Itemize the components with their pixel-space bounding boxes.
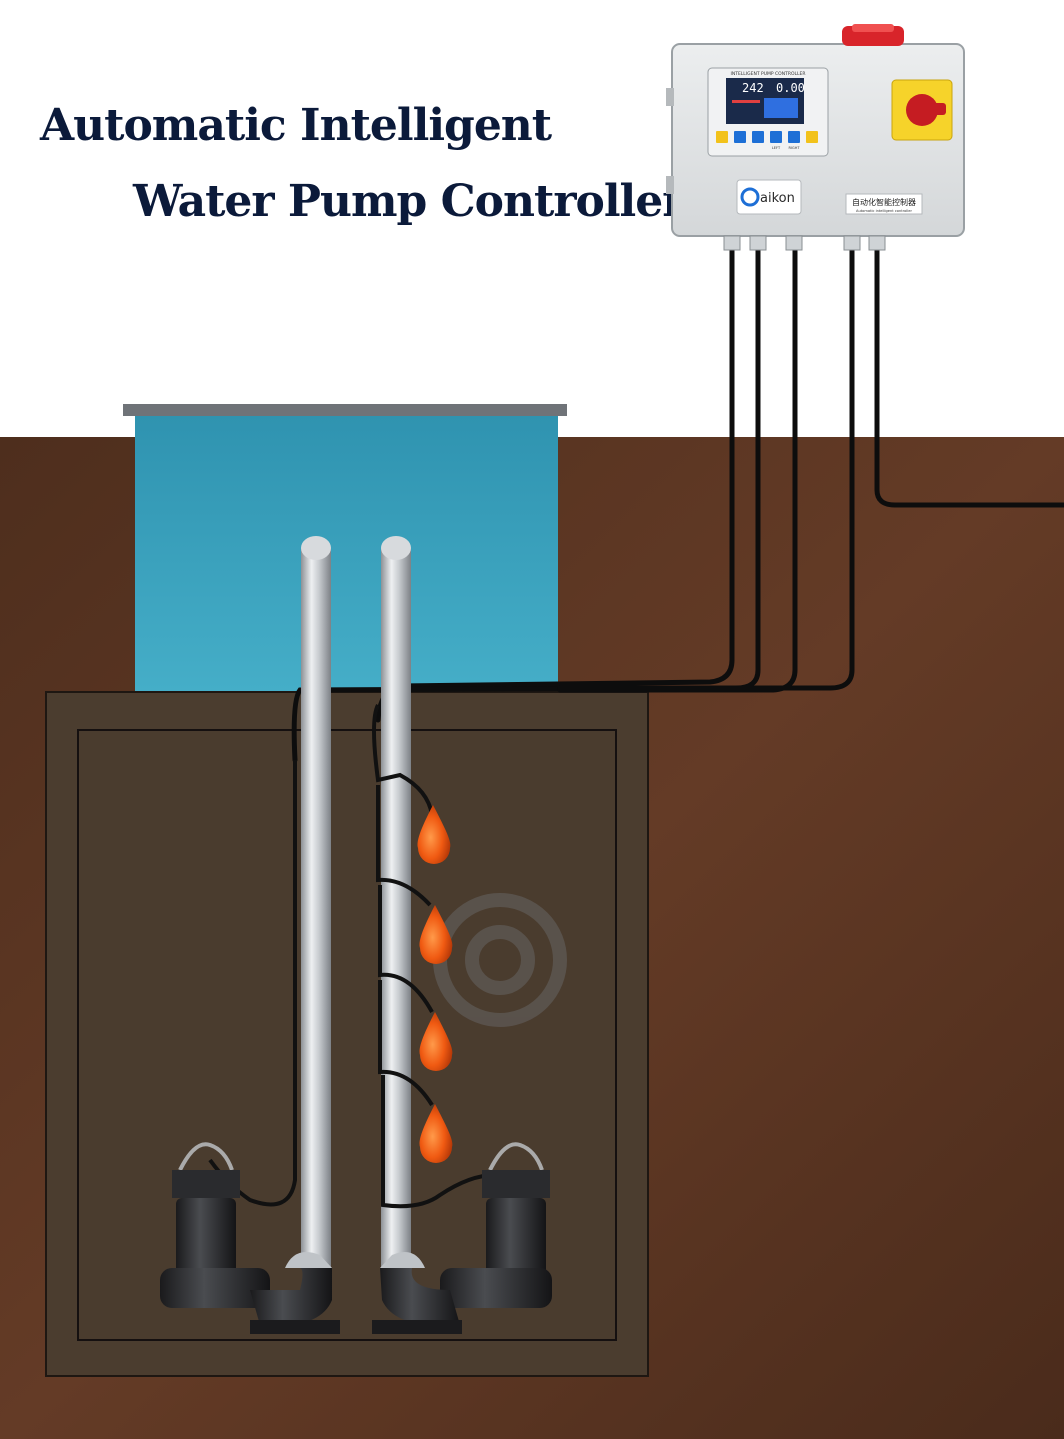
submersible-pump-right [372,1142,552,1334]
controller-panel-header: INTELLIGENT PUMP CONTROLLER [731,71,806,77]
control-buttons [716,131,818,143]
button-label-left: LEFT [772,146,781,150]
product-label-chinese: 自动化智能控制器 [852,197,916,207]
submersible-pump-left [160,1142,340,1334]
float-switch-3 [419,1012,453,1071]
title-line-2: Water Pump Controller [133,176,685,227]
lcd-bar-red [732,100,760,103]
float-switch-4 [419,1104,453,1163]
left-arrow-icon[interactable] [770,131,782,143]
product-label [845,193,923,215]
hand-icon[interactable] [716,131,728,143]
water-tank [135,416,558,692]
product-label-english: Automatic intelligent controller [856,209,912,213]
lcd-display-right: 0.00 [776,81,805,95]
float-switch-1 [417,805,451,864]
discharge-pipe-left [301,536,331,1268]
play-pause-icon[interactable] [734,131,746,143]
play-pause-icon[interactable] [752,131,764,143]
title-line-1: Automatic Intelligent [40,100,552,151]
lcd-graph [764,98,798,118]
tank-lid [123,404,567,416]
discharge-pipe-right [381,536,411,1268]
float-switch-2 [419,905,453,964]
alarm-beacon [842,24,904,46]
brand-name: aikon [760,191,795,206]
aikon-logo-icon [740,187,760,207]
right-arrow-icon[interactable] [788,131,800,143]
lcd-display-left: 242 [742,81,764,95]
main-rotary-switch[interactable] [891,79,953,141]
button-label-right: RIGHT [789,146,801,150]
auto-icon[interactable] [806,131,818,143]
